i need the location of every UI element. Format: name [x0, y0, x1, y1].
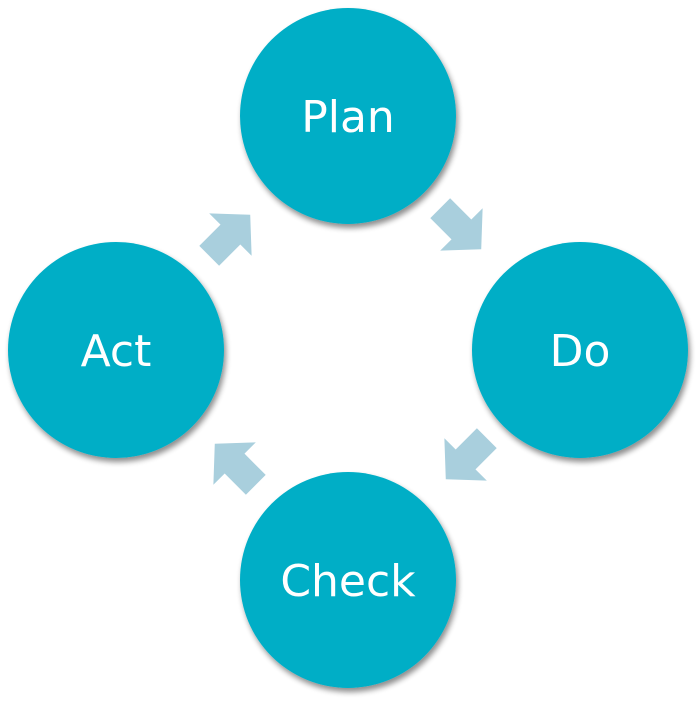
node-do: Do [472, 242, 688, 458]
arrow-do-to-check [444, 428, 497, 481]
arrow-plan-to-do [430, 198, 483, 251]
do-label: Do [550, 326, 611, 377]
node-check: Check [240, 472, 456, 688]
cycle-arrows [199, 198, 497, 495]
do-circle [472, 242, 688, 458]
check-circle [240, 472, 456, 688]
check-label: Check [280, 556, 416, 607]
node-plan: Plan [240, 8, 456, 224]
plan-circle [240, 8, 456, 224]
node-act: Act [8, 242, 224, 458]
arrow-check-to-act [213, 442, 266, 495]
act-circle [8, 242, 224, 458]
arrow-act-to-plan [199, 213, 252, 266]
plan-label: Plan [301, 92, 395, 143]
act-label: Act [81, 326, 152, 377]
